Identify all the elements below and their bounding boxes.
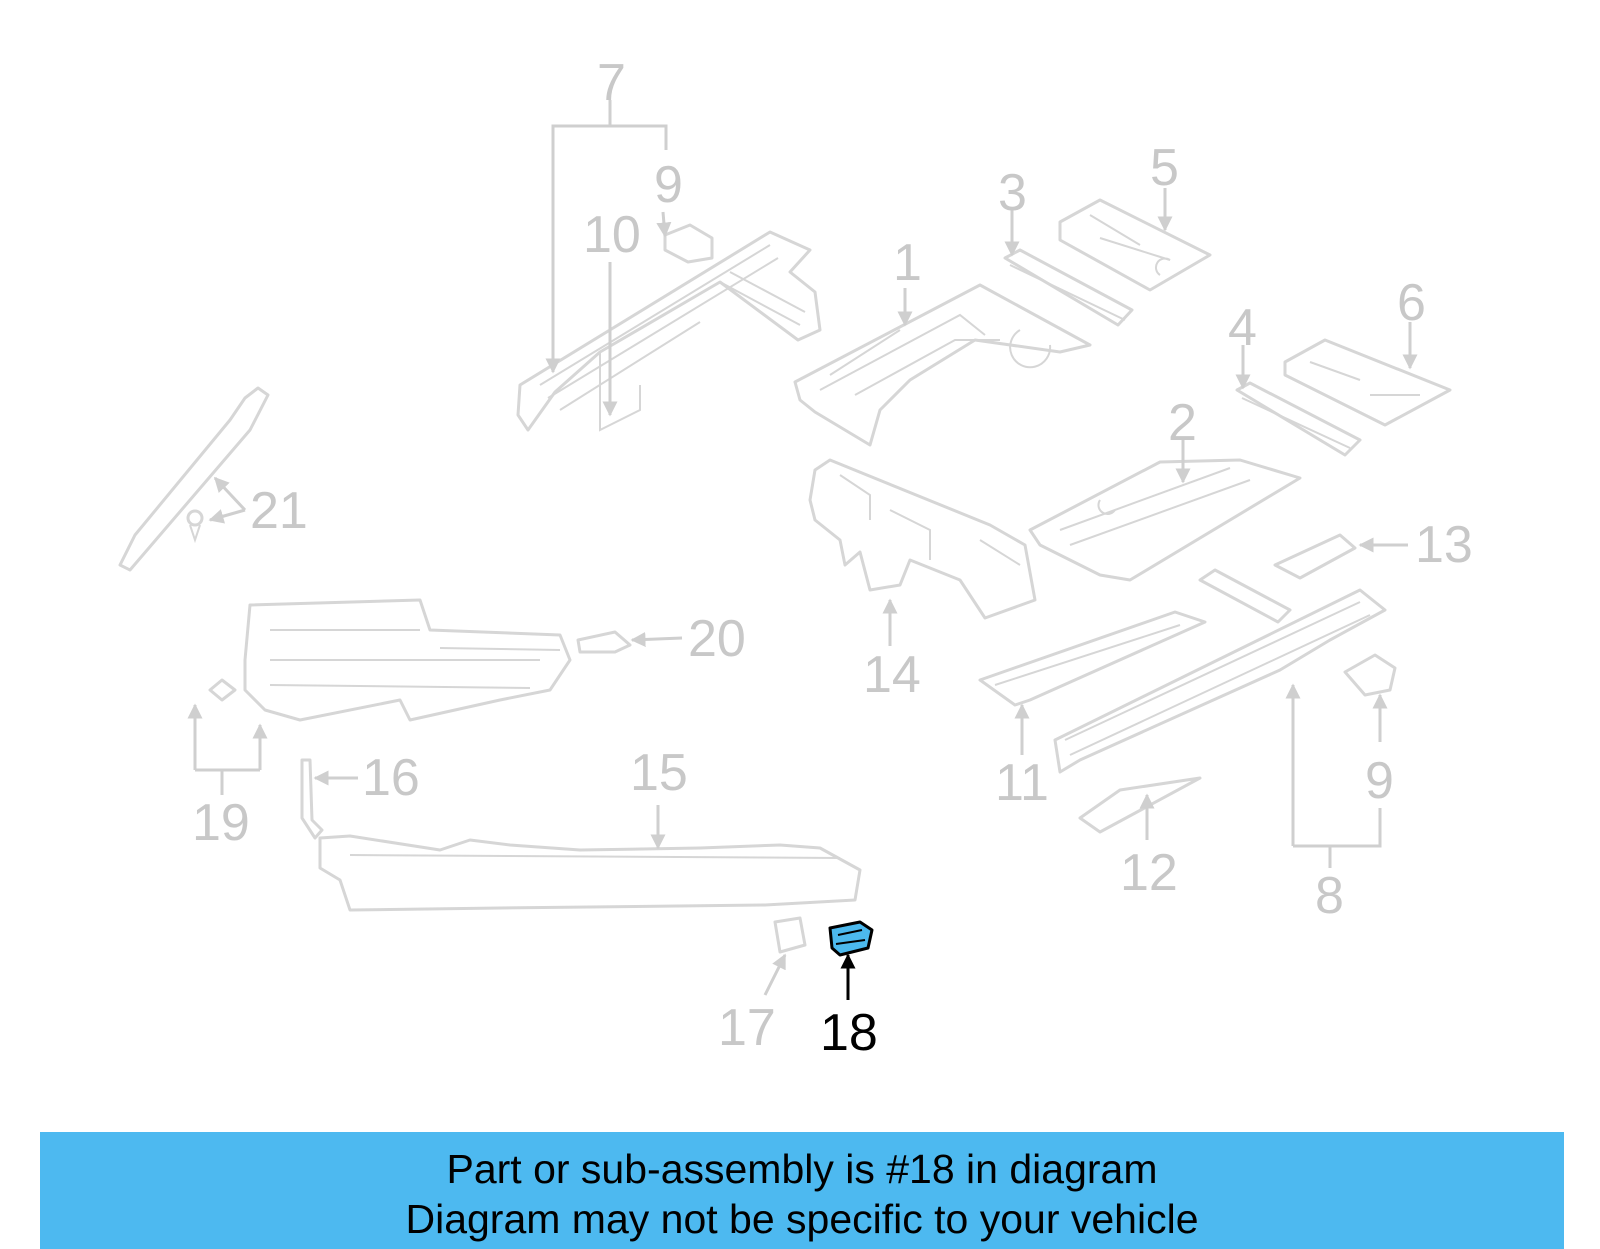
callout-19[interactable]: 19 — [192, 794, 250, 852]
callout-6[interactable]: 6 — [1397, 274, 1426, 332]
part-8-rear-rail[interactable] — [1053, 568, 1387, 774]
part-7-front-rail[interactable] — [516, 230, 822, 432]
part-21-brace[interactable] — [118, 386, 270, 572]
callout-8[interactable]: 8 — [1315, 867, 1344, 925]
callout-labels: 7 9 10 1 3 5 4 6 2 13 14 11 12 9 8 21 20… — [192, 54, 1473, 1062]
info-banner: Part or sub-assembly is #18 in diagram D… — [40, 1132, 1564, 1249]
part-9-bracket-upper[interactable] — [663, 223, 714, 264]
callout-9-lower[interactable]: 9 — [1365, 752, 1394, 810]
banner-line-1: Part or sub-assembly is #18 in diagram — [446, 1146, 1158, 1192]
callout-7[interactable]: 7 — [597, 54, 626, 112]
leader-lines — [187, 100, 1418, 1000]
callout-20[interactable]: 20 — [688, 610, 746, 668]
callout-11[interactable]: 11 — [995, 754, 1049, 812]
callout-3[interactable]: 3 — [998, 164, 1027, 222]
part-15-side-sill[interactable] — [318, 834, 862, 912]
callout-14[interactable]: 14 — [863, 646, 921, 704]
part-11-rail[interactable] — [978, 610, 1207, 707]
part-20-bracket[interactable] — [576, 630, 632, 654]
part-18-bracket-highlighted[interactable] — [828, 920, 874, 957]
banner-line-2: Diagram may not be specific to your vehi… — [405, 1196, 1199, 1242]
callout-9-upper[interactable]: 9 — [654, 156, 683, 214]
part-2-rear-floor[interactable] — [1028, 458, 1302, 582]
callout-17[interactable]: 17 — [718, 999, 776, 1057]
part-12-bracket[interactable] — [1078, 776, 1202, 834]
callout-10[interactable]: 10 — [583, 206, 641, 264]
part-13-bracket[interactable] — [1273, 533, 1357, 580]
part-9-bracket-lower[interactable] — [1343, 653, 1397, 697]
part-14-dash-panel[interactable] — [808, 458, 1037, 620]
callout-13[interactable]: 13 — [1415, 516, 1473, 574]
part-19-underbody-shield[interactable] — [208, 598, 572, 722]
callout-15[interactable]: 15 — [630, 744, 688, 802]
callout-18[interactable]: 18 — [820, 1004, 878, 1062]
callout-16[interactable]: 16 — [362, 749, 420, 807]
callout-2[interactable]: 2 — [1168, 394, 1197, 452]
part-6-panel[interactable] — [1283, 338, 1452, 427]
part-17-plate[interactable] — [773, 916, 807, 954]
part-5-panel[interactable] — [1058, 198, 1212, 292]
callout-21[interactable]: 21 — [250, 482, 308, 540]
callout-12[interactable]: 12 — [1120, 844, 1178, 902]
part-1-front-floor[interactable] — [793, 283, 1092, 447]
callout-5[interactable]: 5 — [1150, 139, 1179, 197]
callout-4[interactable]: 4 — [1228, 299, 1257, 357]
part-16-bracket[interactable] — [300, 758, 324, 840]
callout-1[interactable]: 1 — [893, 234, 922, 292]
